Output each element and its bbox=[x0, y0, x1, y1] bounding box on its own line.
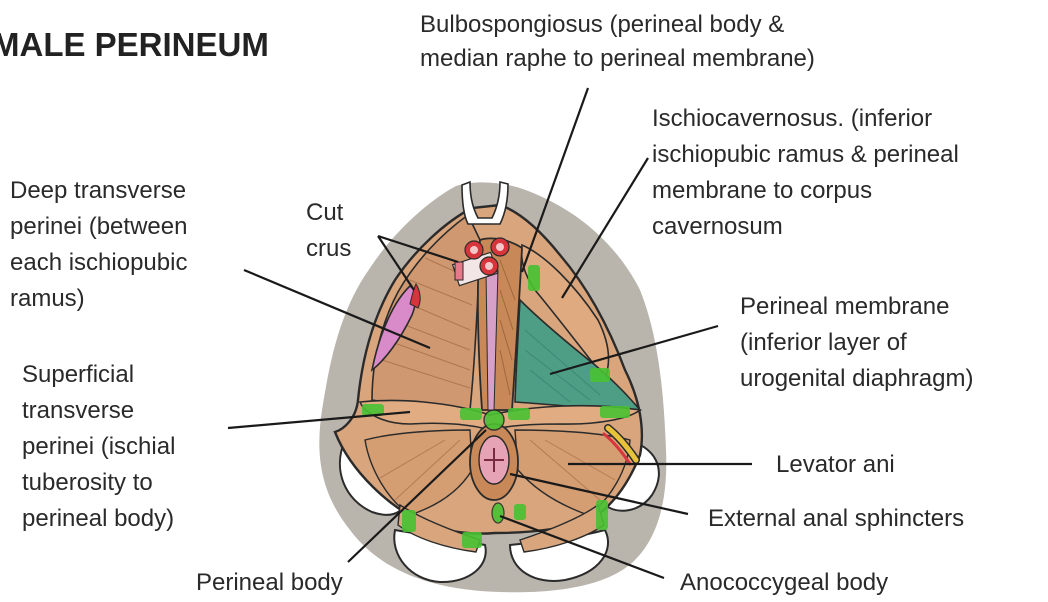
label-perineal-body: Perineal body bbox=[196, 569, 343, 596]
diagram-title: MALE PERINEUM bbox=[0, 26, 269, 63]
label-perineal-membrane: Perineal membrane (inferior layer of uro… bbox=[740, 293, 973, 392]
label-bulbospongiosus: Bulbospongiosus (perineal body & median … bbox=[420, 11, 815, 72]
label-levator-ani: Levator ani bbox=[776, 451, 895, 478]
label-deep-transverse: Deep transverse perinei (between each is… bbox=[10, 177, 194, 312]
label-cut-crus: Cut crus bbox=[306, 199, 351, 262]
label-ischiocavernosus: Ischiocavernosus. (inferior ischiopubic … bbox=[652, 105, 966, 240]
label-superficial-transverse: Superficial transverse perinei (ischial … bbox=[22, 361, 182, 532]
external-anal-sphincter bbox=[470, 424, 518, 500]
label-anococcygeal: Anococcygeal body bbox=[680, 569, 888, 596]
label-external-anal: External anal sphincters bbox=[708, 505, 964, 532]
